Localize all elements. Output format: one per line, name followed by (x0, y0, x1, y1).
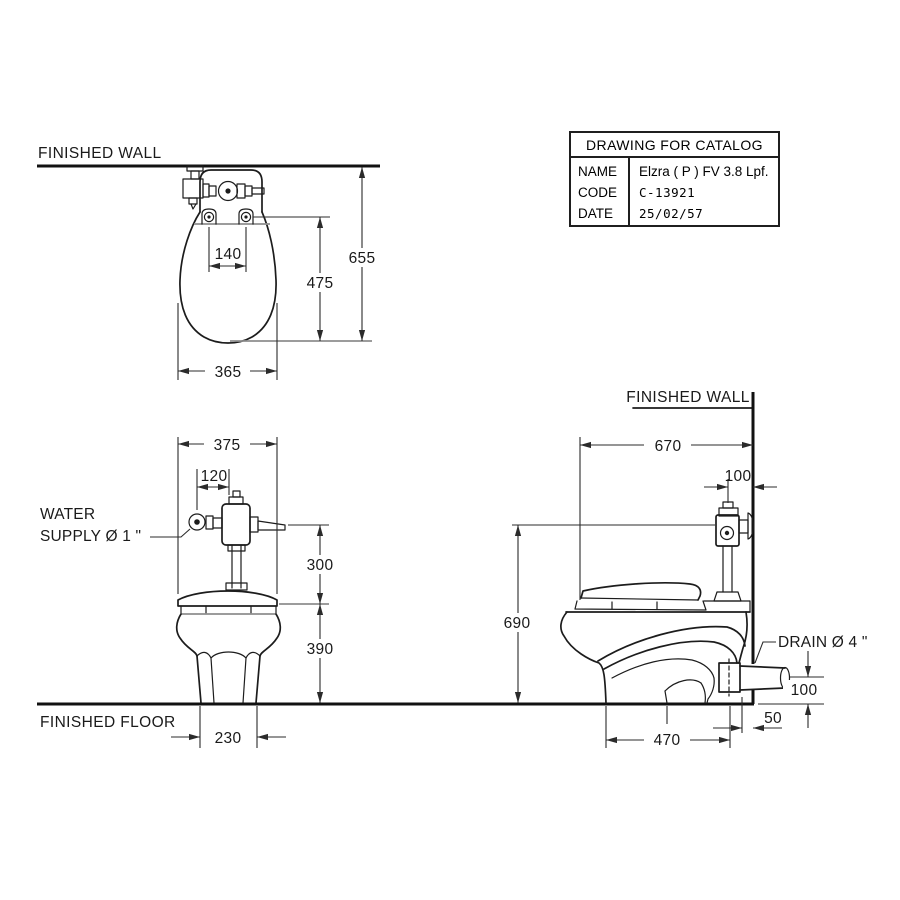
name-row-label: NAME (578, 164, 618, 179)
dim-230: 230 (215, 730, 242, 747)
finished-wall-side-label: FINISHED WALL (626, 389, 749, 406)
bowl-front-outline (175, 590, 282, 704)
dim-690: 690 (504, 615, 531, 632)
dim-300: 300 (307, 557, 334, 574)
bowl-plan-outline (179, 169, 277, 344)
date-row-value: 25/02/57 (639, 206, 704, 221)
water-supply-label-line1: WATER (40, 506, 95, 523)
dim-375: 375 (214, 437, 241, 454)
flush-valve-front (188, 490, 286, 591)
dim-365: 365 (215, 364, 242, 381)
dim-470: 470 (654, 732, 681, 749)
top-view-dimensions: 140 475 655 365 (177, 167, 382, 381)
water-supply-label-line2: SUPPLY Ø 1 " (40, 528, 141, 545)
code-row-label: CODE (578, 185, 618, 200)
top-view: FINISHED WALL (37, 145, 382, 381)
finished-floor-label: FINISHED FLOOR (40, 714, 176, 731)
catalog-table-title: DRAWING FOR CATALOG (571, 133, 778, 158)
drain-label: DRAIN Ø 4 " (778, 634, 868, 651)
code-row-value: C-13921 (639, 185, 696, 200)
flush-valve-plan (182, 165, 265, 210)
date-row-label: DATE (578, 206, 614, 221)
finished-wall-top-label: FINISHED WALL (38, 145, 161, 162)
dim-50: 50 (764, 710, 782, 727)
side-view-dimensions: 670 100 690 470 50 100 (496, 437, 826, 749)
dim-100-supply: 100 (725, 468, 752, 485)
drain-leader (754, 641, 776, 664)
toilet-side-outline (560, 581, 751, 704)
dim-475: 475 (307, 275, 334, 292)
dim-390: 390 (307, 641, 334, 658)
front-view: WATER SUPPLY Ø 1 " (40, 436, 340, 748)
side-view: FINISHED WALL (496, 389, 868, 749)
dim-140: 140 (215, 246, 242, 263)
dim-670: 670 (655, 438, 682, 455)
catalog-title-block: DRAWING FOR CATALOG NAME CODE DATE Elzra… (569, 131, 780, 227)
dim-655: 655 (349, 250, 376, 267)
dim-120: 120 (201, 468, 228, 485)
name-row-value: Elzra ( P ) FV 3.8 Lpf. (639, 164, 769, 179)
dim-100-drain: 100 (791, 682, 818, 699)
water-supply-leader (150, 528, 191, 538)
flush-valve-side (713, 501, 754, 602)
front-view-dimensions: 375 120 300 390 230 (171, 436, 340, 748)
